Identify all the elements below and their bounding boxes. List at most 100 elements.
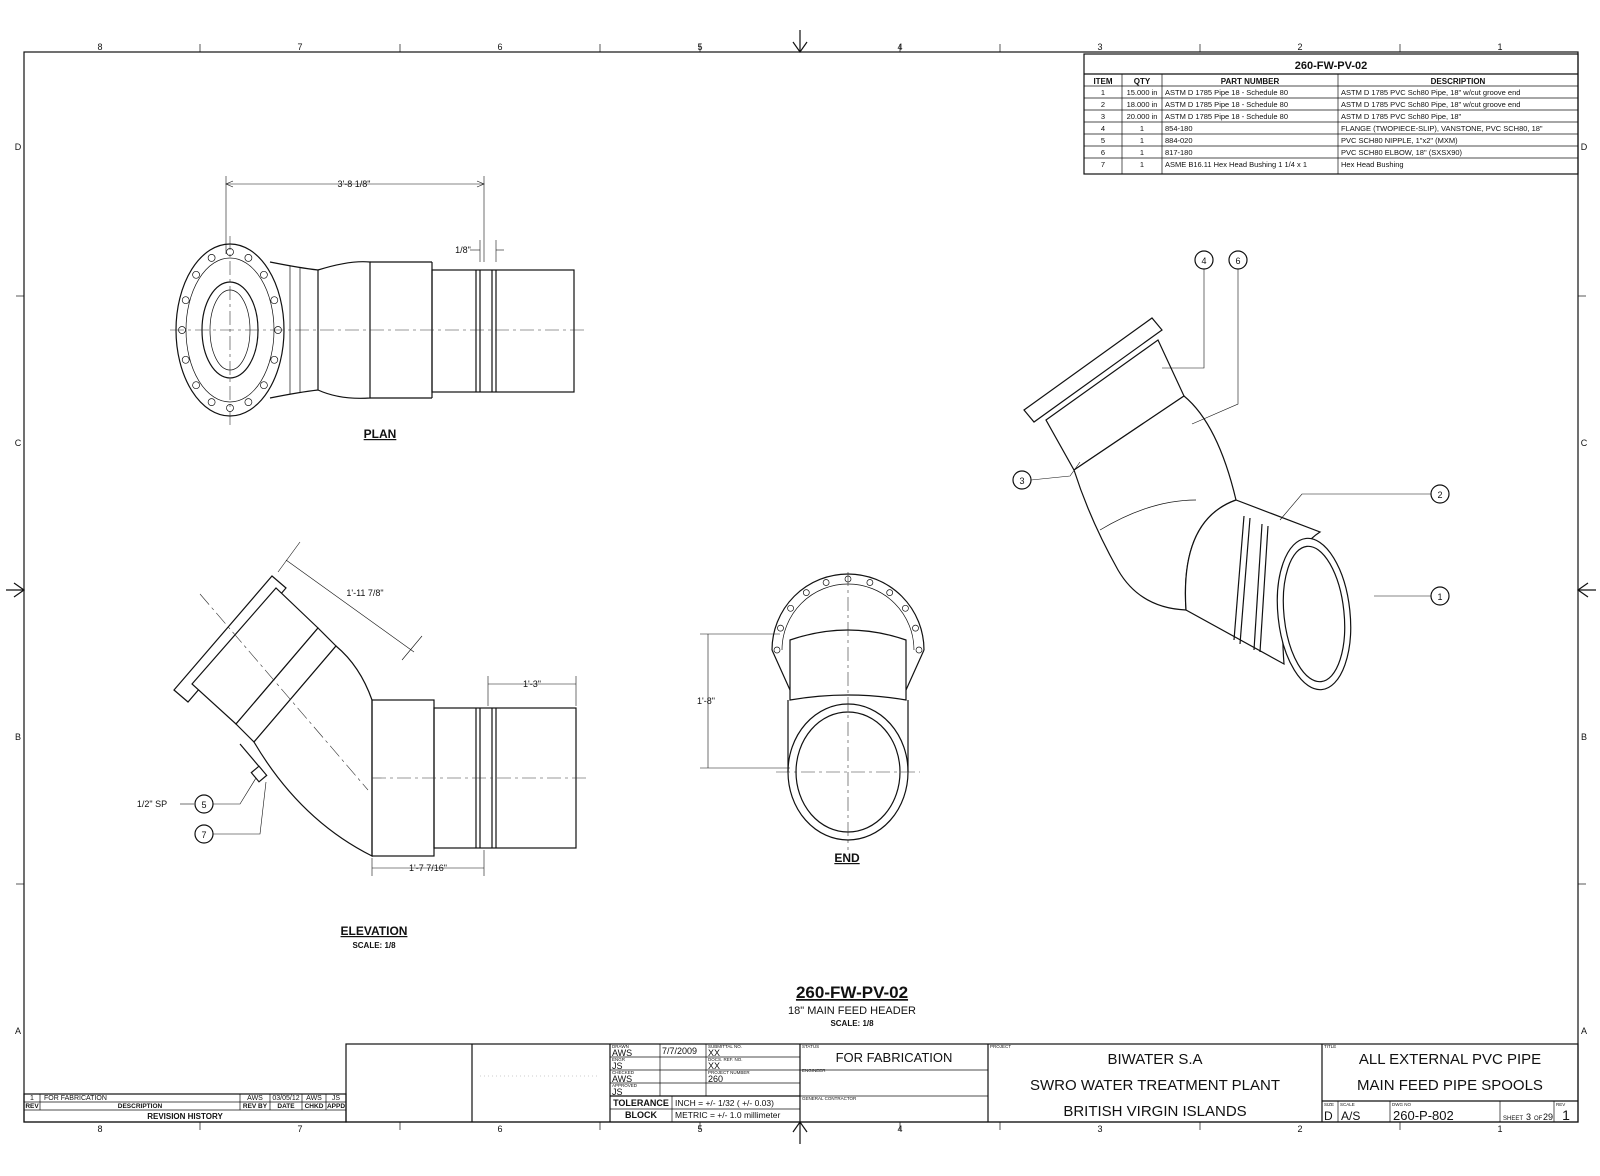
rev-label: REV xyxy=(1556,1102,1565,1107)
bolt-hole xyxy=(902,604,909,612)
dwg-number: 260-P-802 xyxy=(1393,1108,1454,1123)
sheet-of-label: OF xyxy=(1534,1116,1543,1122)
table-row: 1 15.000 in ASTM D 1785 Pipe 18 - Schedu… xyxy=(1101,88,1521,97)
bom-item: 6 xyxy=(1101,148,1105,157)
zone-number: 8 xyxy=(97,42,102,52)
zone-number: 4 xyxy=(897,1124,902,1134)
bom-qty: 1 xyxy=(1140,124,1144,133)
end-view: 1'-8" END xyxy=(697,572,925,865)
size-label: SIZE xyxy=(1324,1102,1334,1107)
balloon-6-label: 6 xyxy=(1235,256,1240,266)
elevation-view-label: ELEVATION xyxy=(341,924,408,938)
docs-value: XX xyxy=(708,1061,720,1071)
bom-item: 5 xyxy=(1101,136,1105,145)
zone-number: 7 xyxy=(297,42,302,52)
table-row: 5 1 884-020 PVC SCH80 NIPPLE, 1"x2" (MXM… xyxy=(1101,136,1458,145)
block-label: BLOCK xyxy=(625,1110,657,1120)
bom-part: ASTM D 1785 Pipe 18 - Schedule 80 xyxy=(1165,100,1288,109)
zone-letters: D C B A D C B A xyxy=(15,142,1588,1036)
balloon-2-label: 2 xyxy=(1437,490,1442,500)
bom-part: 817-180 xyxy=(1165,148,1193,157)
rev-date: 03/05/12 xyxy=(272,1095,299,1102)
checked-value: AWS xyxy=(612,1074,632,1084)
end-view-label: END xyxy=(834,851,860,865)
bom-item: 2 xyxy=(1101,100,1105,109)
center-mark-right xyxy=(1576,582,1596,598)
project-label: PROJECT xyxy=(990,1044,1011,1049)
submittal-label: SUBMITTAL NO. xyxy=(708,1044,742,1049)
bom-title: 260-FW-PV-02 xyxy=(1295,60,1368,72)
bolt-hole xyxy=(260,381,268,390)
zone-number: 6 xyxy=(497,1124,502,1134)
bolt-hole xyxy=(773,646,781,654)
elevation-diagonal-dimension: 1'-11 7/8" xyxy=(346,588,383,598)
bolt-hole xyxy=(207,254,216,262)
plan-view: 3'-8 1/8" 1/8" PLAN xyxy=(170,176,585,441)
bom-header-cell: ITEM xyxy=(1093,77,1112,86)
zone-number: 8 xyxy=(97,1124,102,1134)
project-line-1: BIWATER S.A xyxy=(1107,1051,1202,1068)
bom-item: 1 xyxy=(1101,88,1105,97)
plan-groove-dimension: 1/8" xyxy=(455,245,471,255)
bolt-hole xyxy=(787,604,794,612)
bom-part: ASTM D 1785 Pipe 18 - Schedule 80 xyxy=(1165,112,1288,121)
drawing-number-title: 260-FW-PV-02 xyxy=(796,983,908,1002)
bolt-hole xyxy=(777,624,784,632)
project-number-label: PROJECT NUMBER xyxy=(708,1070,750,1075)
tolerance-inch: INCH = +/- 1/32 ( +/- 0.03) xyxy=(675,1098,774,1108)
title-block: DRAWN SUBMITTAL NO. ENGR DOCS. REF. NO. … xyxy=(345,1043,1579,1123)
end-vertical-dimension: 1'-8" xyxy=(697,696,715,706)
bom-qty: 1 xyxy=(1140,148,1144,157)
zone-letter: C xyxy=(15,438,22,448)
zone-number: 5 xyxy=(697,1124,702,1134)
bolt-hole xyxy=(207,398,216,406)
bom-desc: FLANGE (TWOPIECE-SLIP), VANSTONE, PVC SC… xyxy=(1341,124,1543,133)
scale-value: A/S xyxy=(1341,1109,1360,1123)
scale-label: SCALE xyxy=(1340,1102,1355,1107)
sheet-title-line-2: MAIN FEED PIPE SPOOLS xyxy=(1357,1077,1543,1094)
balloon-7-label: 7 xyxy=(201,830,206,840)
bom-desc: ASTM D 1785 PVC Sch80 Pipe, 18" xyxy=(1341,112,1462,121)
rev-header-cell: DATE xyxy=(277,1103,295,1110)
general-contractor-label: GENERAL CONTRACTOR xyxy=(802,1096,857,1101)
drawing-scale: SCALE: 1/8 xyxy=(830,1019,874,1028)
zone-number: 4 xyxy=(897,42,902,52)
bom-qty: 1 xyxy=(1140,160,1144,169)
approved-value: JS xyxy=(612,1087,623,1097)
sheet-title-line-1: ALL EXTERNAL PVC PIPE xyxy=(1359,1051,1541,1068)
table-row: 6 1 817-180 PVC SCH80 ELBOW, 18" (SXSX90… xyxy=(1101,148,1463,157)
zone-letter: D xyxy=(15,142,22,152)
bom-part: 884-020 xyxy=(1165,136,1193,145)
status-label: STATUS xyxy=(802,1044,819,1049)
rev-header-cell: REV BY xyxy=(243,1103,268,1110)
bolt-hole xyxy=(866,579,874,586)
title-label: TITLE xyxy=(1324,1044,1336,1049)
zone-letter: C xyxy=(1581,438,1588,448)
rev-number: 1 xyxy=(30,1095,34,1102)
bom-desc: Hex Head Bushing xyxy=(1341,160,1404,169)
rev-description: FOR FABRICATION xyxy=(44,1095,107,1102)
elevation-view: 1'-11 7/8" 1'-3" 1'-7 7/16" 1/2" SP 5 7 … xyxy=(137,541,588,950)
table-row: 7 1 ASME B16.11 Hex Head Bushing 1 1/4 x… xyxy=(1101,160,1404,169)
bolt-hole xyxy=(915,646,923,654)
date-value: 7/7/2009 xyxy=(662,1046,697,1056)
bom-desc: ASTM D 1785 PVC Sch80 Pipe, 18" w/cut gr… xyxy=(1341,100,1520,109)
zone-number: 5 xyxy=(697,42,702,52)
sheet-border xyxy=(6,30,1596,1144)
bolt-hole xyxy=(912,624,919,632)
rev-header-cell: DESCRIPTION xyxy=(118,1103,163,1110)
zone-letter: A xyxy=(15,1026,21,1036)
zone-number: 1 xyxy=(1497,42,1502,52)
engr-value: JS xyxy=(612,1061,623,1071)
bom-part: 854-180 xyxy=(1165,124,1193,133)
zone-numbers-bottom: 8 7 6 5 4 3 2 1 xyxy=(97,1124,1502,1134)
balloon-1-label: 1 xyxy=(1437,592,1442,602)
checked-label: CHECKED xyxy=(612,1070,635,1075)
bom-item: 4 xyxy=(1101,124,1105,133)
zone-number: 3 xyxy=(1097,42,1102,52)
bom-item: 7 xyxy=(1101,160,1105,169)
docs-label: DOCS. REF. NO. xyxy=(708,1057,743,1062)
balloon-3-label: 3 xyxy=(1019,476,1024,486)
drawn-label: DRAWN xyxy=(612,1044,629,1049)
isometric-view: 4 6 3 2 1 xyxy=(1012,250,1450,691)
